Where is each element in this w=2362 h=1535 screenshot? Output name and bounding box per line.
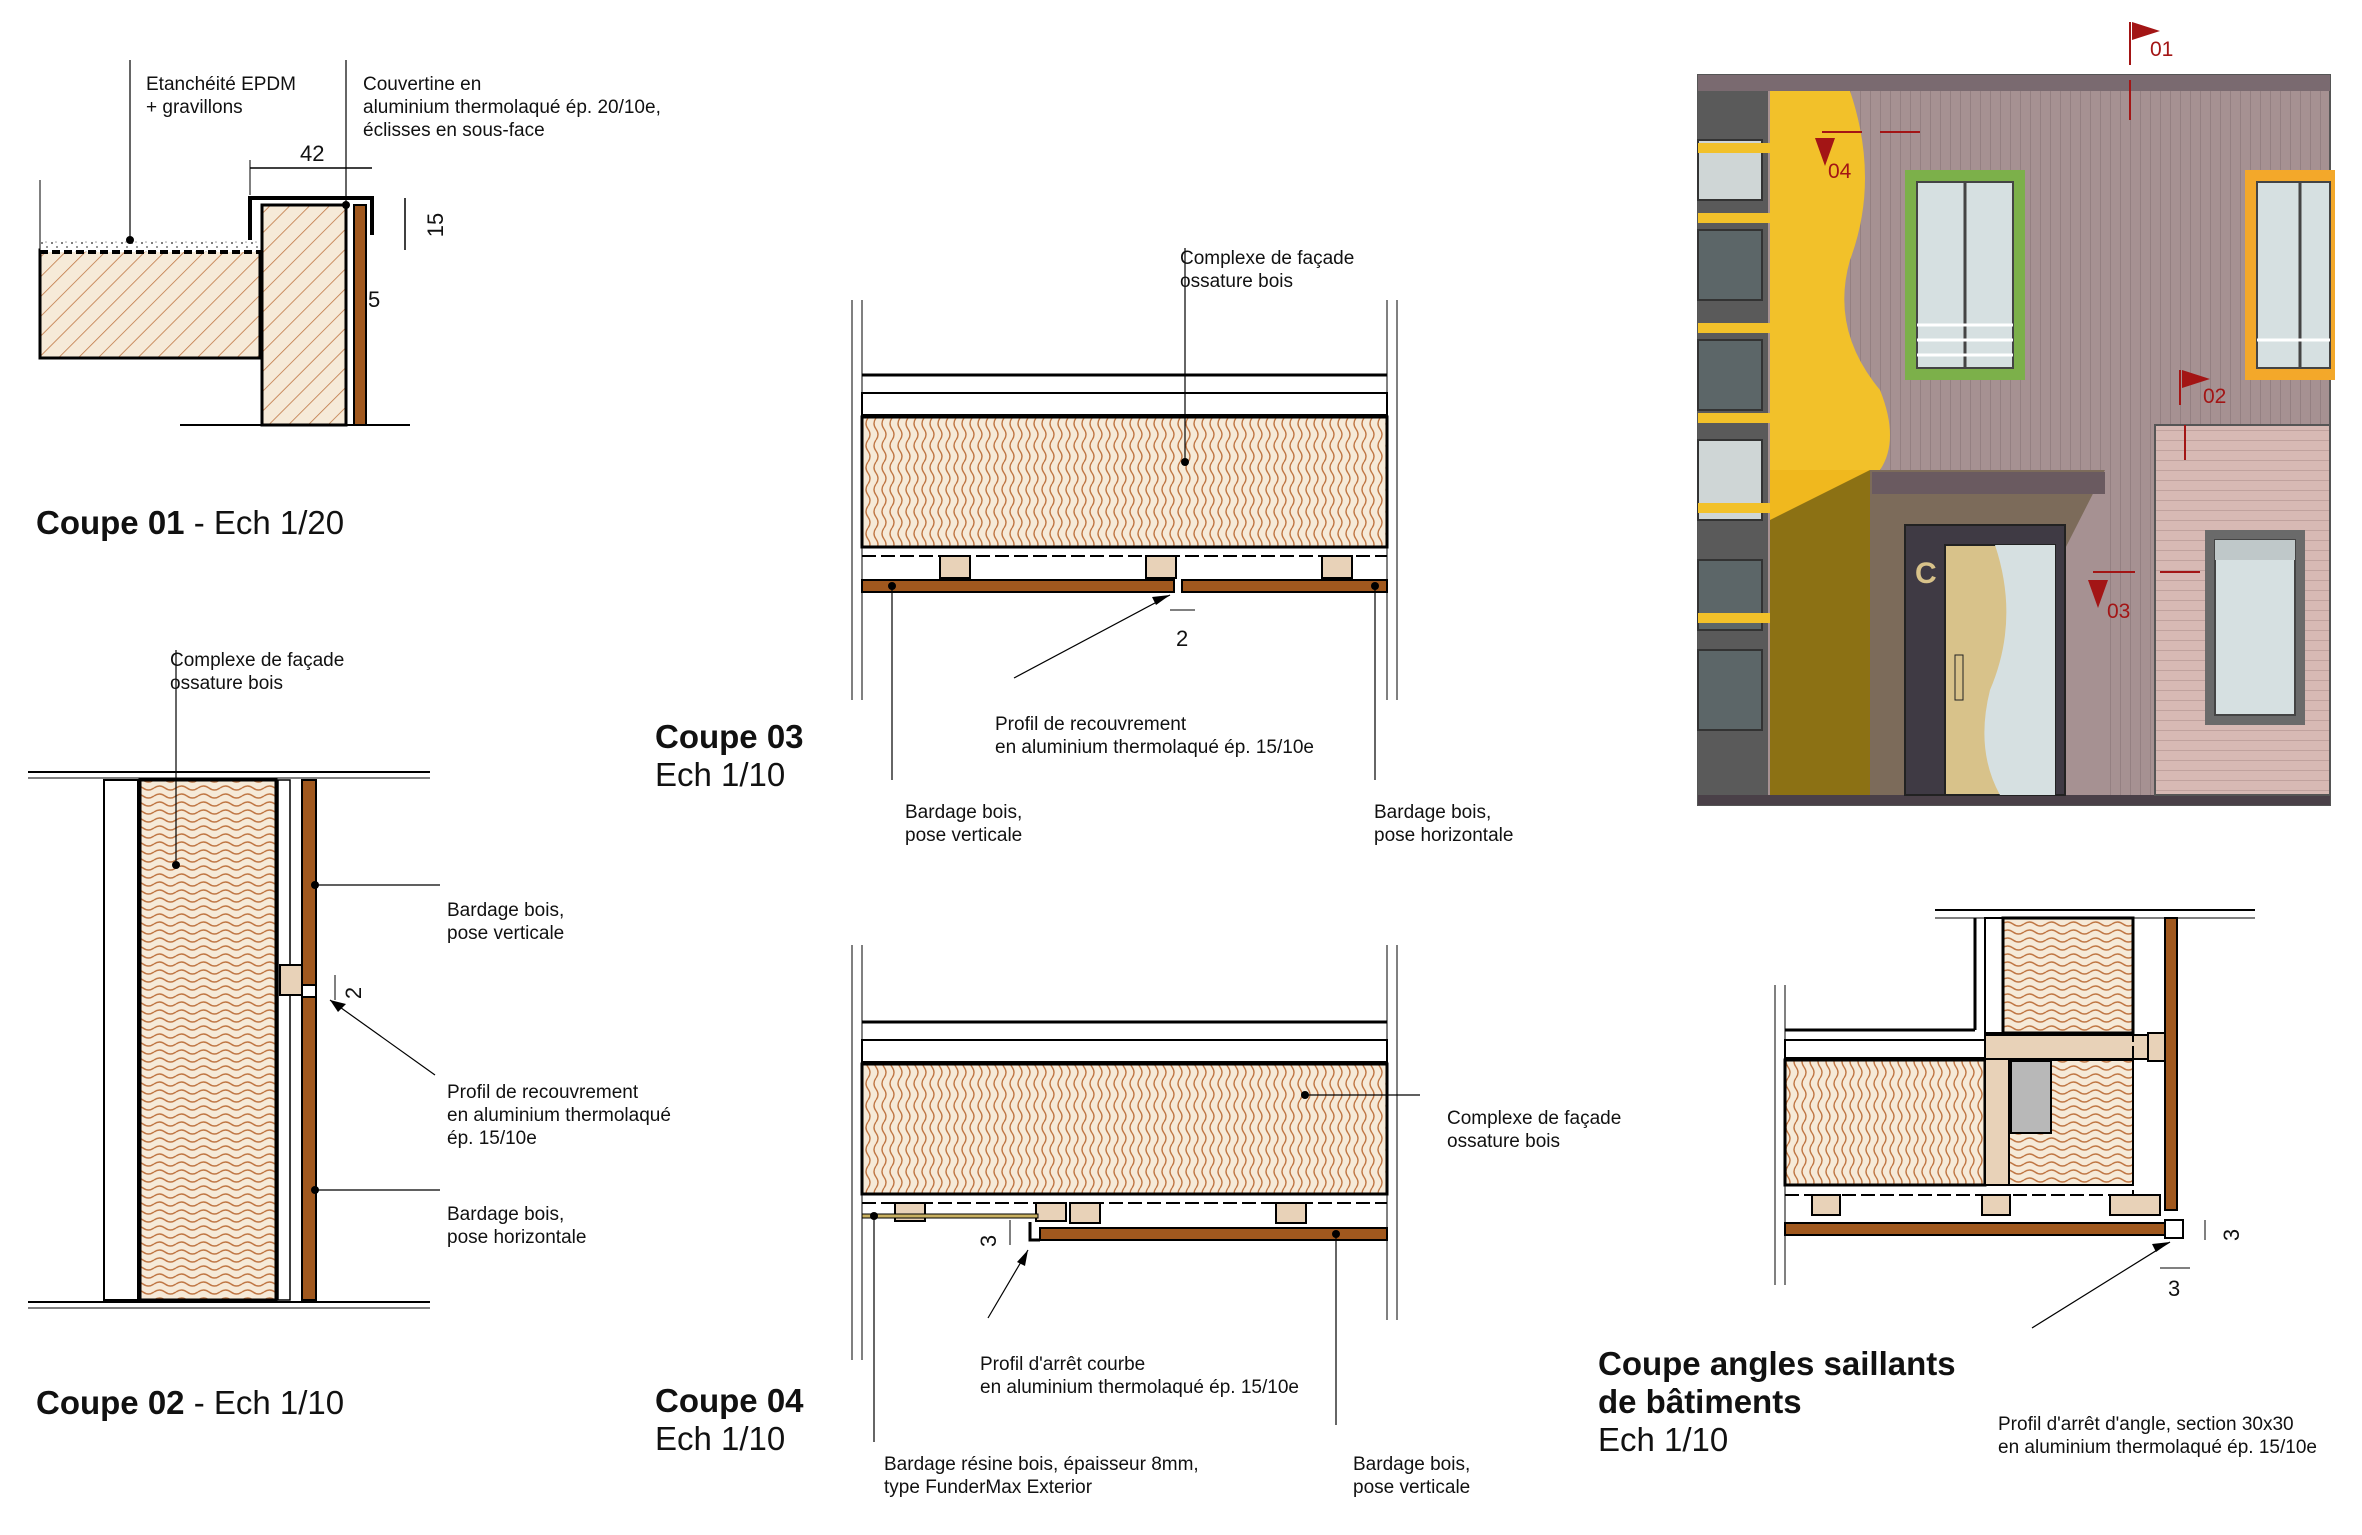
title-coupe-02: Coupe 02 - Ech 1/10 bbox=[36, 1384, 345, 1421]
label-bardage-vertical: Bardage bois,pose verticale bbox=[447, 900, 565, 944]
section-marker-03: 03 bbox=[2107, 600, 2131, 623]
coupe-angle-drawing bbox=[1774, 909, 2255, 1329]
dim-2: 2 bbox=[341, 986, 367, 1000]
facade-elevation bbox=[1697, 22, 2335, 806]
dim-5: 5 bbox=[368, 287, 381, 312]
label-bardage-horizontal: Bardage bois,pose horizontale bbox=[447, 1204, 587, 1248]
dim-3: 3 bbox=[976, 1234, 1002, 1248]
label-bardage-vertical: Bardage bois,pose verticale bbox=[905, 802, 1023, 846]
section-marker-02: 02 bbox=[2203, 385, 2227, 408]
coupe-02-drawing bbox=[28, 650, 440, 1309]
dim-42: 42 bbox=[300, 141, 325, 166]
coupe-01-drawing bbox=[38, 60, 410, 427]
section-marker-04: 04 bbox=[1828, 160, 1852, 183]
label-bardage-vertical: Bardage bois,pose verticale bbox=[1353, 1454, 1471, 1498]
dim-3-vertical: 3 bbox=[2219, 1228, 2245, 1242]
coupe-04-drawing bbox=[851, 945, 1420, 1442]
title-coupe-01: Coupe 01 - Ech 1/20 bbox=[36, 504, 345, 541]
dim-2: 2 bbox=[1176, 626, 1189, 651]
label-bardage-resine: Bardage résine bois, épaisseur 8mm,type … bbox=[884, 1454, 1199, 1498]
dim-15: 15 bbox=[423, 212, 449, 238]
coupe-03-drawing bbox=[851, 248, 1398, 780]
section-marker-01: 01 bbox=[2150, 38, 2174, 61]
label-etancheite-epdm: Etanchéité EPDM+ gravillons bbox=[146, 74, 296, 118]
dim-3-horizontal: 3 bbox=[2168, 1276, 2181, 1301]
label-bardage-horizontal: Bardage bois,pose horizontale bbox=[1374, 802, 1514, 846]
door-letter: C bbox=[1915, 557, 1937, 590]
